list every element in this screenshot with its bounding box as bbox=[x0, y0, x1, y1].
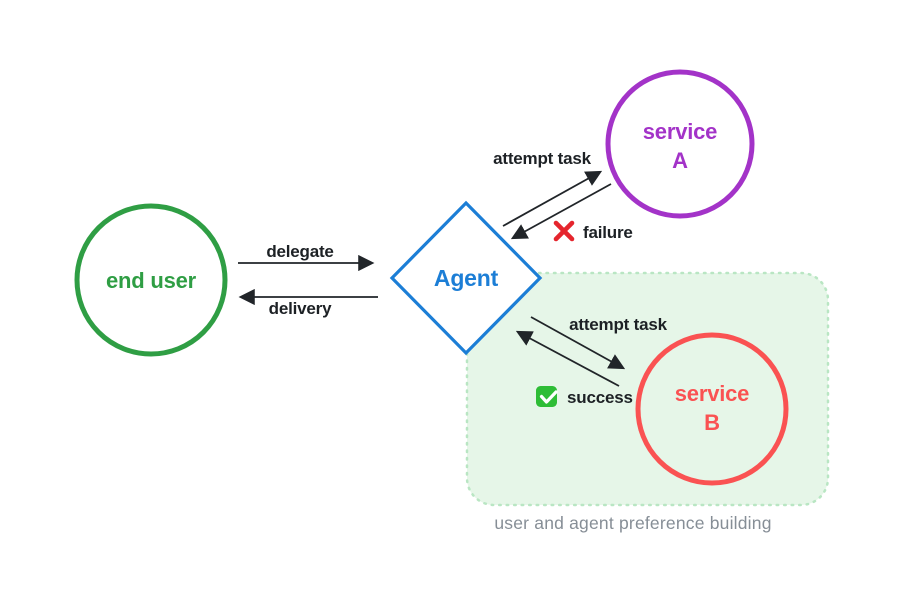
red-cross-icon bbox=[553, 220, 575, 242]
delegate-label: delegate bbox=[266, 242, 333, 261]
agent-label: Agent bbox=[434, 265, 499, 291]
end-user-label: end user bbox=[106, 268, 197, 293]
attempt-task-b-label: attempt task bbox=[569, 315, 667, 334]
failure-edge: failure bbox=[510, 183, 633, 242]
end-user-node: end user bbox=[74, 203, 228, 357]
attempt-task-a-label: attempt task bbox=[493, 149, 591, 168]
success-edge: success bbox=[515, 330, 633, 407]
agent-diamond bbox=[389, 200, 543, 356]
service-b-node: service B bbox=[635, 332, 789, 486]
service-b-label-line2: B bbox=[704, 410, 720, 435]
attempt-task-b-arrow bbox=[530, 316, 626, 370]
service-a-circle bbox=[605, 69, 755, 219]
service-b-circle bbox=[635, 332, 789, 486]
service-b-label-line1: service bbox=[675, 381, 749, 406]
delivery-edge: delivery bbox=[238, 288, 378, 318]
attempt-task-a-arrow bbox=[502, 170, 603, 227]
failure-label: failure bbox=[583, 223, 633, 242]
green-check-icon bbox=[536, 386, 558, 407]
attempt-task-b-edge: attempt task bbox=[530, 315, 668, 370]
service-a-label-line1: service bbox=[643, 119, 717, 144]
attempt-task-a-edge: attempt task bbox=[493, 149, 603, 227]
agent-node: Agent bbox=[389, 200, 543, 356]
end-user-circle bbox=[74, 203, 228, 357]
preference-group: user and agent preference building bbox=[465, 271, 830, 533]
delivery-label: delivery bbox=[269, 299, 332, 318]
delegate-edge: delegate bbox=[238, 242, 375, 272]
service-a-node: service A bbox=[605, 69, 755, 219]
success-label: success bbox=[567, 388, 633, 407]
service-a-label-line2: A bbox=[672, 148, 688, 173]
preference-group-box bbox=[465, 271, 830, 507]
preference-group-caption: user and agent preference building bbox=[494, 513, 771, 533]
success-return-arrow bbox=[515, 330, 620, 387]
failure-return-arrow bbox=[510, 183, 612, 240]
